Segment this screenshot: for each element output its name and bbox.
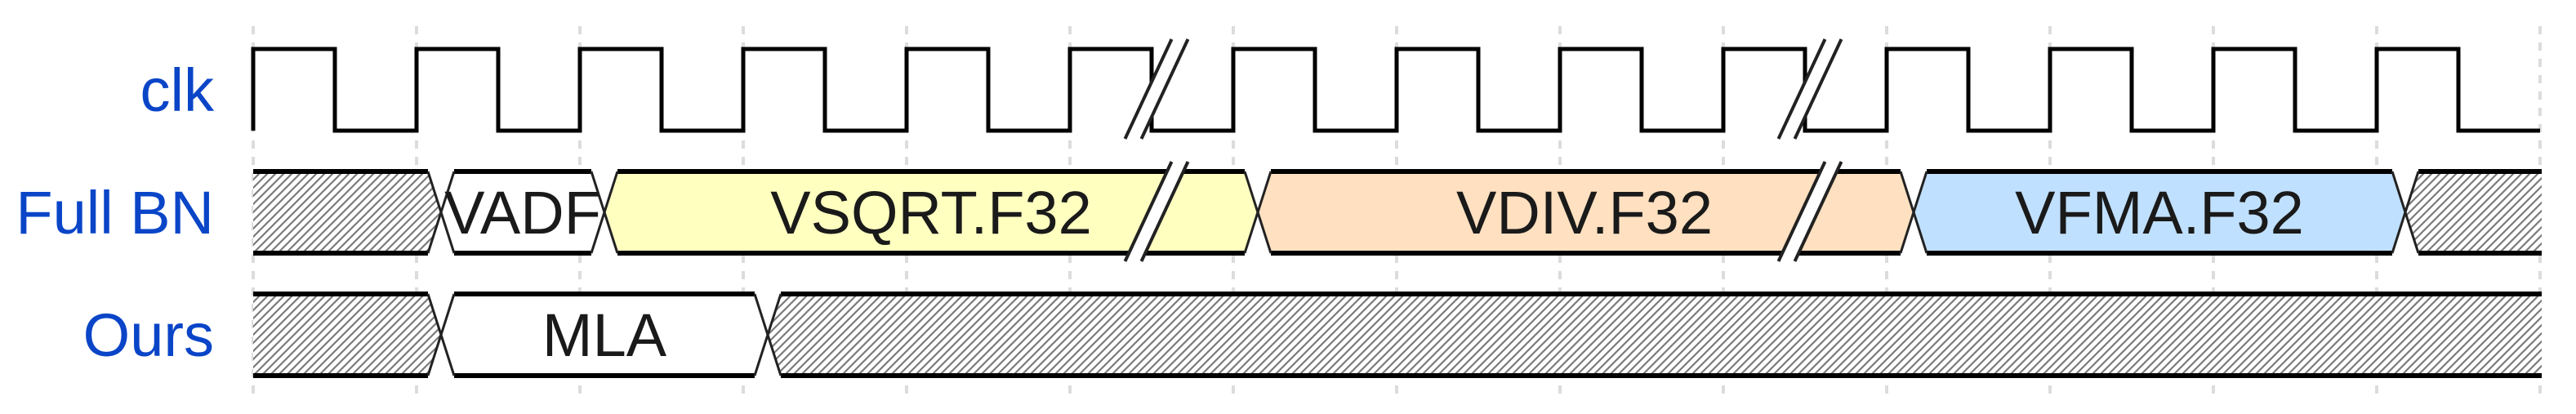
segment-label-vsqrt: VSQRT.F32 xyxy=(770,179,1092,247)
signal-full-bn xyxy=(253,161,2542,262)
bus-segment xyxy=(604,171,1258,253)
signal-label-full-bn: Full BN xyxy=(16,179,214,247)
signal-label-ours: Ours xyxy=(82,301,214,369)
signal-clk xyxy=(251,38,2540,140)
hatched-segment xyxy=(2405,171,2542,253)
break-marker-icon xyxy=(1123,38,1190,140)
signal-label-clk: clk xyxy=(140,56,214,124)
bus-segment xyxy=(1258,171,1914,253)
hatched-segment xyxy=(253,294,441,376)
bus-segment xyxy=(441,171,604,253)
hatched-segment xyxy=(768,294,2542,376)
bus-segment xyxy=(441,294,768,376)
signal-waveforms xyxy=(251,38,2542,378)
break-marker-icon xyxy=(1776,161,1843,262)
hatched-segment xyxy=(253,171,441,253)
clock-waveform xyxy=(251,47,2540,133)
signal-ours xyxy=(253,292,2542,378)
segment-label-vadf: VADF xyxy=(444,179,601,247)
segment-label-vfma: VFMA.F32 xyxy=(2015,179,2304,247)
bus-segment xyxy=(1914,171,2405,253)
break-marker-icon xyxy=(1776,38,1843,140)
segment-label-mla: MLA xyxy=(541,301,667,369)
break-marker-icon xyxy=(1123,161,1190,262)
segment-label-vdiv: VDIV.F32 xyxy=(1456,179,1713,247)
